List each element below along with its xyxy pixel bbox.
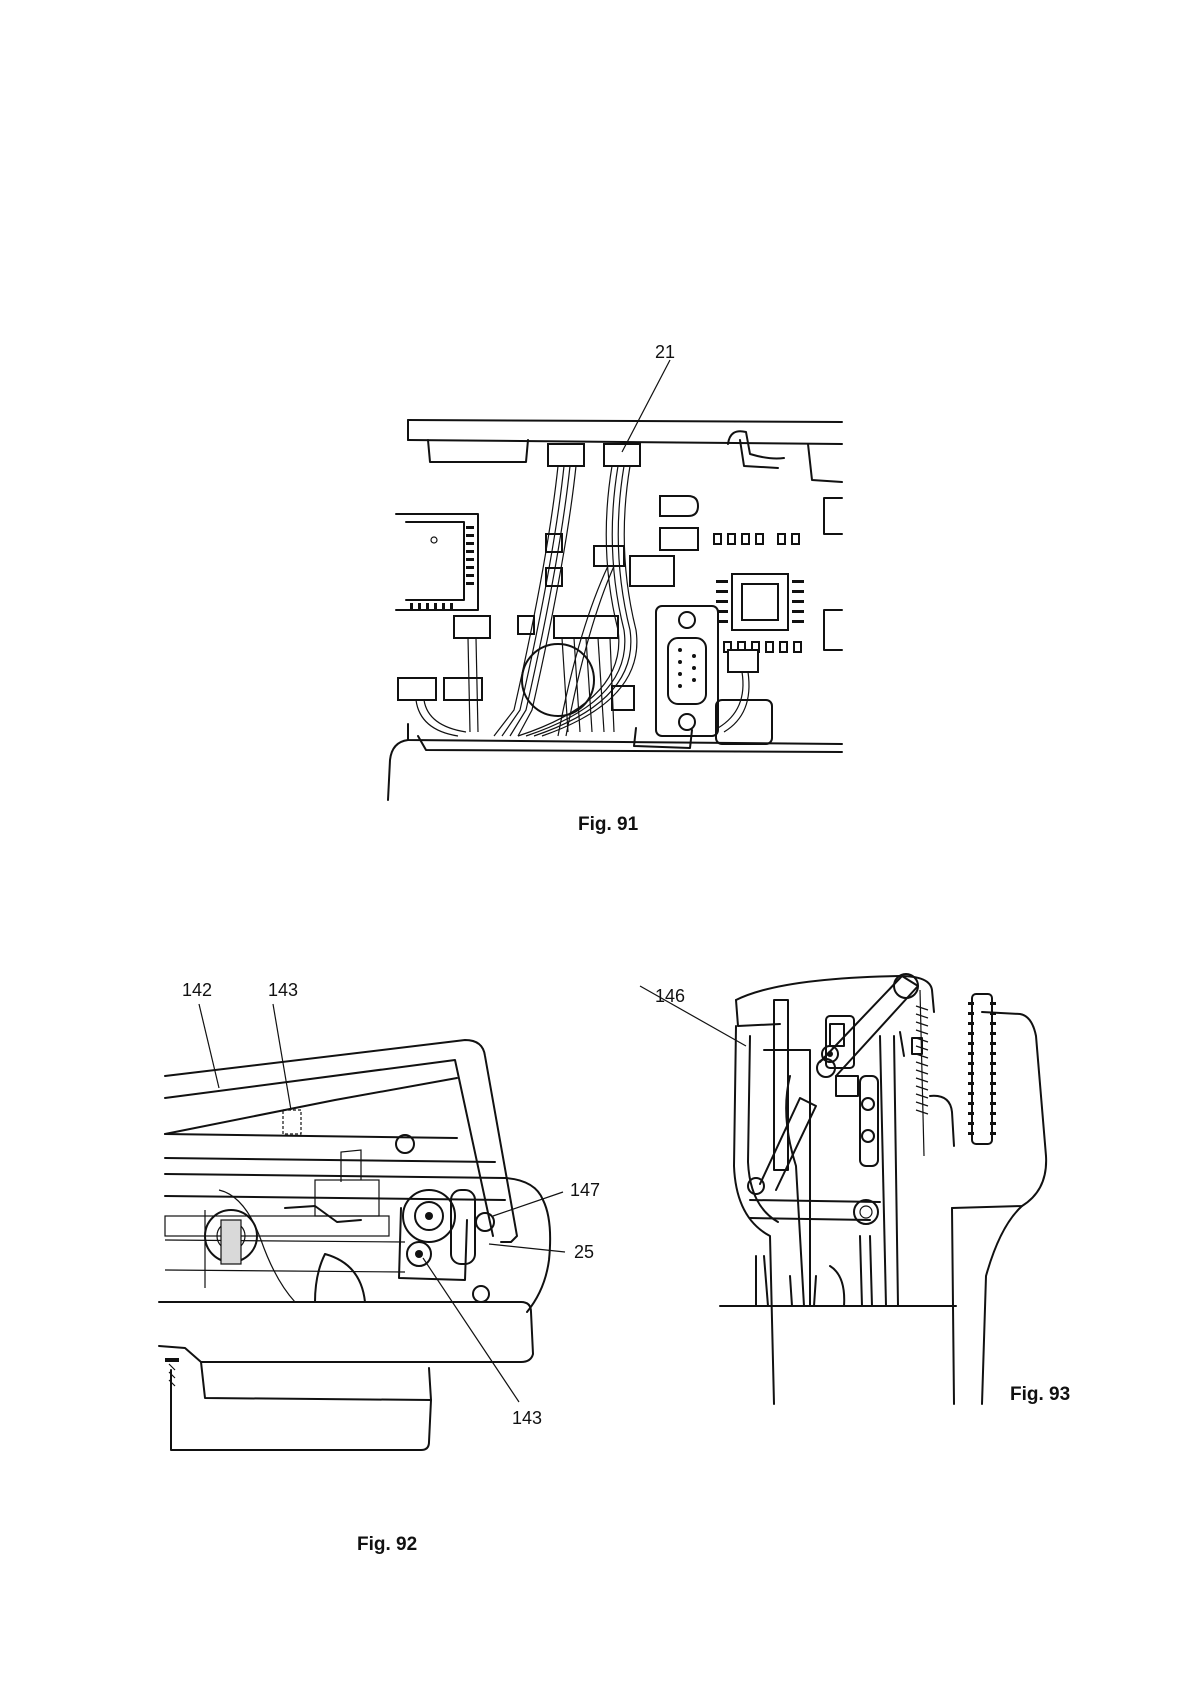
figure-92	[165, 1040, 585, 1530]
fig92-callout-147: 147	[570, 1180, 600, 1201]
circuit-board-drawing-icon	[398, 410, 842, 860]
figure-93	[720, 976, 1050, 1404]
fig93-callout-146: 146	[655, 986, 685, 1007]
machine-arm-cover-drawing-icon	[165, 1040, 585, 1530]
figure-91	[398, 410, 842, 860]
fig91-caption: Fig. 91	[578, 814, 638, 836]
fig91-callout-21: 21	[655, 342, 675, 363]
machine-head-mechanism-drawing-icon	[720, 976, 1050, 1404]
fig92-callout-143-top: 143	[268, 980, 298, 1001]
fig93-caption: Fig. 93	[1010, 1384, 1070, 1406]
fig92-caption: Fig. 92	[357, 1534, 417, 1556]
fig92-callout-143-bottom: 143	[512, 1408, 542, 1429]
fig92-callout-25: 25	[574, 1242, 594, 1263]
fig92-callout-142: 142	[182, 980, 212, 1001]
